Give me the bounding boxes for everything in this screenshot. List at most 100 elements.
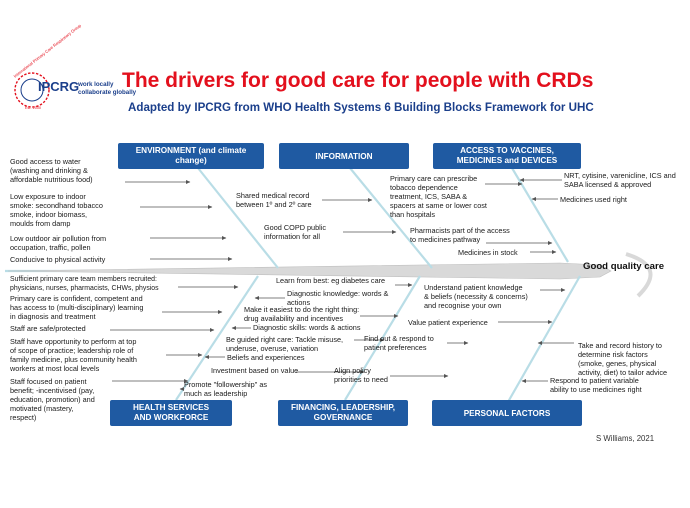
category-label: INFORMATION bbox=[315, 152, 372, 161]
driver-text-line: Staff are safe/protected bbox=[10, 324, 86, 333]
driver-text-line: Medicines used right bbox=[560, 195, 627, 204]
driver-text-line: affordable nutritious food) bbox=[10, 175, 93, 184]
driver-text-line: actions bbox=[287, 298, 310, 307]
driver-text-line: between 1º and 2º care bbox=[236, 200, 312, 209]
driver-text-line: and recognise your own bbox=[424, 301, 501, 310]
driver-text-line: much as leadership bbox=[184, 389, 247, 398]
category-label: MEDICINES and DEVICES bbox=[457, 156, 558, 165]
environment-items: Good access to water (washing and drinki… bbox=[10, 157, 233, 264]
driver-text-line: Make it easiest to do the right thing: bbox=[244, 305, 359, 314]
driver-text-line: Primary care is confident, competent and bbox=[10, 294, 143, 303]
category-box-background bbox=[110, 400, 232, 426]
driver-item: Find out & respond to patient preference… bbox=[364, 334, 469, 352]
driver-text-line: Low exposure to indoor bbox=[10, 192, 86, 201]
driver-item: Take and record history to determine ris… bbox=[537, 340, 667, 377]
health-services-right-items: Learn from best: eg diabetes care Diagno… bbox=[179, 276, 413, 398]
driver-item: Primary care is confident, competent and… bbox=[10, 294, 223, 321]
driver-text-line: Conducive to physical activity bbox=[10, 255, 106, 264]
category-box-background bbox=[118, 143, 264, 169]
driver-item: Medicines in stock bbox=[458, 248, 557, 257]
driver-text-line: Respond to patient variable bbox=[550, 376, 639, 385]
driver-item: Align policy priorities to need bbox=[334, 366, 449, 384]
driver-text-line: tobacco dependence bbox=[390, 183, 458, 192]
driver-text-line: Diagnostic knowledge: words & bbox=[287, 289, 389, 298]
driver-text-line: occupation, traffic, pollen bbox=[10, 243, 91, 252]
driver-text-line: Good COPD public bbox=[264, 223, 326, 232]
driver-text-line: respect) bbox=[10, 413, 36, 422]
category-box-financing: FINANCING, LEADERSHIP, GOVERNANCE bbox=[278, 400, 408, 426]
driver-text-line: determine risk factors bbox=[578, 350, 648, 359]
driver-text-line: Pharmacists part of the access bbox=[410, 226, 510, 235]
driver-text-line: Staff focused on patient bbox=[10, 377, 87, 386]
category-label: HEALTH SERVICES bbox=[133, 403, 210, 412]
category-box-background bbox=[278, 400, 408, 426]
driver-text-line: Primary care can prescribe bbox=[390, 174, 477, 183]
driver-item: Investment based on value bbox=[211, 366, 365, 375]
driver-item: Staff are safe/protected bbox=[10, 324, 215, 333]
driver-text-line: in diagnosis and treatment bbox=[10, 312, 96, 321]
page-title: The drivers for good care for people wit… bbox=[122, 69, 593, 92]
driver-item: Learn from best: eg diabetes care bbox=[276, 276, 413, 288]
driver-item: Staff have opportunity to perform at top… bbox=[9, 337, 203, 373]
health-services-items: Sufficient primary care team members rec… bbox=[9, 276, 239, 422]
bone-information bbox=[349, 167, 433, 269]
driver-text-line: Staff have opportunity to perform at top bbox=[10, 337, 136, 346]
driver-text-line: moulds from damp bbox=[10, 219, 70, 228]
category-label: change) bbox=[175, 156, 207, 165]
category-label: ENVIRONMENT (and climate bbox=[136, 146, 247, 155]
category-box-information: INFORMATION bbox=[279, 143, 409, 169]
driver-item: Sufficient primary care team members rec… bbox=[10, 276, 239, 292]
spine-arrow-shape bbox=[7, 262, 612, 280]
driver-item: Respond to patient variable ability to u… bbox=[521, 376, 642, 394]
driver-text-line: ability to use medicines right bbox=[550, 385, 642, 394]
driver-item: Promote "followership" as much as leader… bbox=[179, 380, 267, 398]
driver-text-line: to medicines pathway bbox=[410, 235, 481, 244]
category-label: AND WORKFORCE bbox=[134, 413, 209, 422]
logo-tagline-2: collaborate globally bbox=[78, 89, 137, 96]
bone-access bbox=[511, 167, 569, 263]
driver-text-line: Value patient experience bbox=[408, 318, 488, 327]
driver-item: Be guided right care: Tackle misuse, und… bbox=[226, 335, 385, 353]
driver-text-line: has access to (multi-disciplinary) learn… bbox=[10, 303, 143, 312]
category-label: PERSONAL FACTORS bbox=[464, 409, 551, 418]
driver-item: Staff focused on patient benefit; -incen… bbox=[10, 377, 189, 422]
driver-text-line: Investment based on value bbox=[211, 366, 298, 375]
driver-item: Make it easiest to do the right thing: d… bbox=[244, 305, 399, 323]
driver-text-line: Shared medical record bbox=[236, 191, 309, 200]
information-items: Shared medical record between 1º and 2º … bbox=[236, 191, 397, 241]
driver-item: Good COPD public information for all bbox=[264, 223, 397, 241]
logo-arc-text: International Primary Care Respiratory G… bbox=[13, 23, 83, 79]
driver-text-line: smoke, indoor biomass, bbox=[10, 210, 87, 219]
page-subtitle: Adapted by IPCRG from WHO Health Systems… bbox=[128, 101, 594, 114]
driver-text-line: (smoke, genes, physical bbox=[578, 359, 657, 368]
logo-name: IPCRG bbox=[38, 79, 79, 94]
driver-text-line: Be guided right care: Tackle misuse, bbox=[226, 335, 343, 344]
driver-item: NRT, cytisine, varenicline, ICS and SABA… bbox=[519, 171, 676, 189]
driver-text-line: Align policy bbox=[334, 366, 371, 375]
driver-text-line: Learn from best: eg diabetes care bbox=[276, 276, 385, 285]
driver-text-line: information for all bbox=[264, 232, 320, 241]
fish-head-curve bbox=[625, 252, 653, 298]
driver-text-line: & beliefs (necessity & concerns) bbox=[424, 292, 528, 301]
driver-item: Understand patient knowledge & beliefs (… bbox=[424, 283, 566, 310]
driver-item: Good access to water (washing and drinki… bbox=[10, 157, 191, 185]
personal-items: Understand patient knowledge & beliefs (… bbox=[408, 283, 667, 394]
driver-text-line: Understand patient knowledge bbox=[424, 283, 523, 292]
driver-text-line: smoke: secondhand tobacco bbox=[10, 201, 103, 210]
driver-text-line: patient preferences bbox=[364, 343, 427, 352]
financing-items: Find out & respond to patient preference… bbox=[334, 334, 469, 384]
driver-item: Conducive to physical activity bbox=[10, 255, 233, 264]
driver-text-line: workers at most local levels bbox=[9, 364, 100, 373]
category-box-background bbox=[433, 143, 581, 169]
driver-text-line: Medicines in stock bbox=[458, 248, 518, 257]
bone-health-services bbox=[175, 275, 259, 401]
driver-text-line: SABA licensed & approved bbox=[564, 180, 651, 189]
driver-text-line: Find out & respond to bbox=[364, 334, 434, 343]
logo-established: Est. 2000 bbox=[25, 106, 41, 110]
category-label: GOVERNANCE bbox=[314, 413, 373, 422]
driver-text-line: spacers at same or lower cost bbox=[390, 201, 487, 210]
driver-item: Shared medical record between 1º and 2º … bbox=[236, 191, 373, 209]
driver-text-line: NRT, cytisine, varenicline, ICS and bbox=[564, 171, 676, 180]
driver-item: Primary care can prescribe tobacco depen… bbox=[390, 174, 523, 219]
category-box-access: ACCESS TO VACCINES, MEDICINES and DEVICE… bbox=[433, 143, 581, 169]
